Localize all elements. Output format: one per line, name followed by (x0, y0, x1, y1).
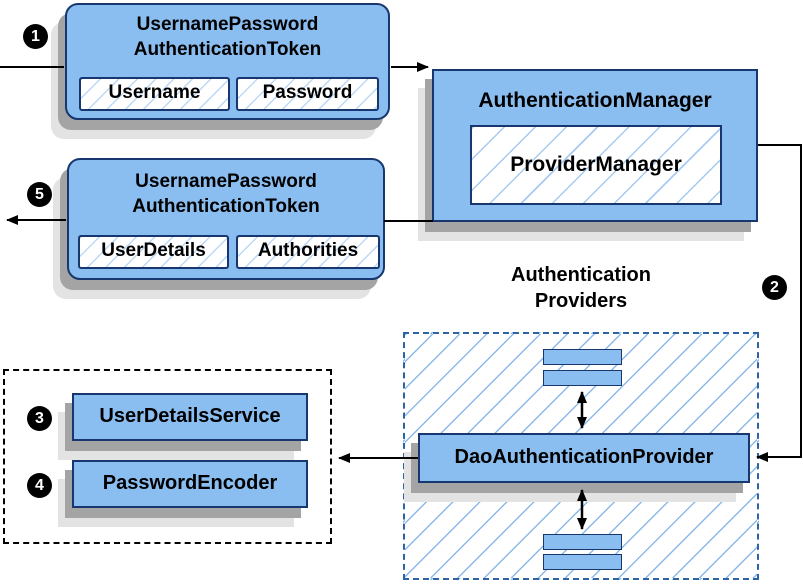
node-password-encoder: PasswordEncoder (72, 460, 308, 508)
node-authentication-manager: AuthenticationManager ProviderManager (432, 69, 758, 222)
provider-stack-item (543, 534, 622, 550)
node-title-line2: AuthenticationToken (132, 196, 320, 217)
field-password: Password (236, 77, 379, 111)
node-dao-authentication-provider: DaoAuthenticationProvider (418, 433, 750, 483)
field-username: Username (79, 77, 230, 111)
provider-stack-item (543, 349, 622, 365)
node-title: AuthenticationManager (478, 89, 712, 112)
provider-stack-item (543, 554, 622, 570)
node-title-line2: AuthenticationToken (133, 39, 322, 60)
authentication-providers-label-line2: Providers (534, 290, 628, 312)
authentication-providers-label-line1: Authentication (511, 264, 651, 286)
step-1-badge: 1 (23, 24, 48, 49)
node-title: UsernamePassword AuthenticationToken (69, 169, 383, 219)
node-title: UsernamePassword AuthenticationToken (67, 12, 388, 62)
node-user-details-service: UserDetailsService (72, 393, 308, 441)
step-2-badge: 2 (762, 275, 787, 300)
provider-stack-item (543, 370, 622, 386)
node-title-line1: UsernamePassword (135, 171, 317, 192)
arrow-manager-to-dao-provider (756, 144, 802, 462)
node-result-authentication-token: UsernamePassword AuthenticationToken Use… (67, 158, 385, 280)
step-3-badge: 3 (27, 406, 52, 431)
provider-manager-box: ProviderManager (470, 125, 722, 205)
node-request-authentication-token: UsernamePassword AuthenticationToken Use… (65, 3, 390, 120)
field-userdetails: UserDetails (78, 235, 229, 269)
node-title-line1: UsernamePassword (136, 14, 319, 35)
beans-group-box (3, 369, 332, 544)
step-4-badge: 4 (27, 473, 52, 498)
step-5-badge: 5 (27, 182, 52, 207)
field-authorities: Authorities (236, 235, 380, 269)
authentication-providers-label: Authentication Providers (403, 262, 759, 314)
